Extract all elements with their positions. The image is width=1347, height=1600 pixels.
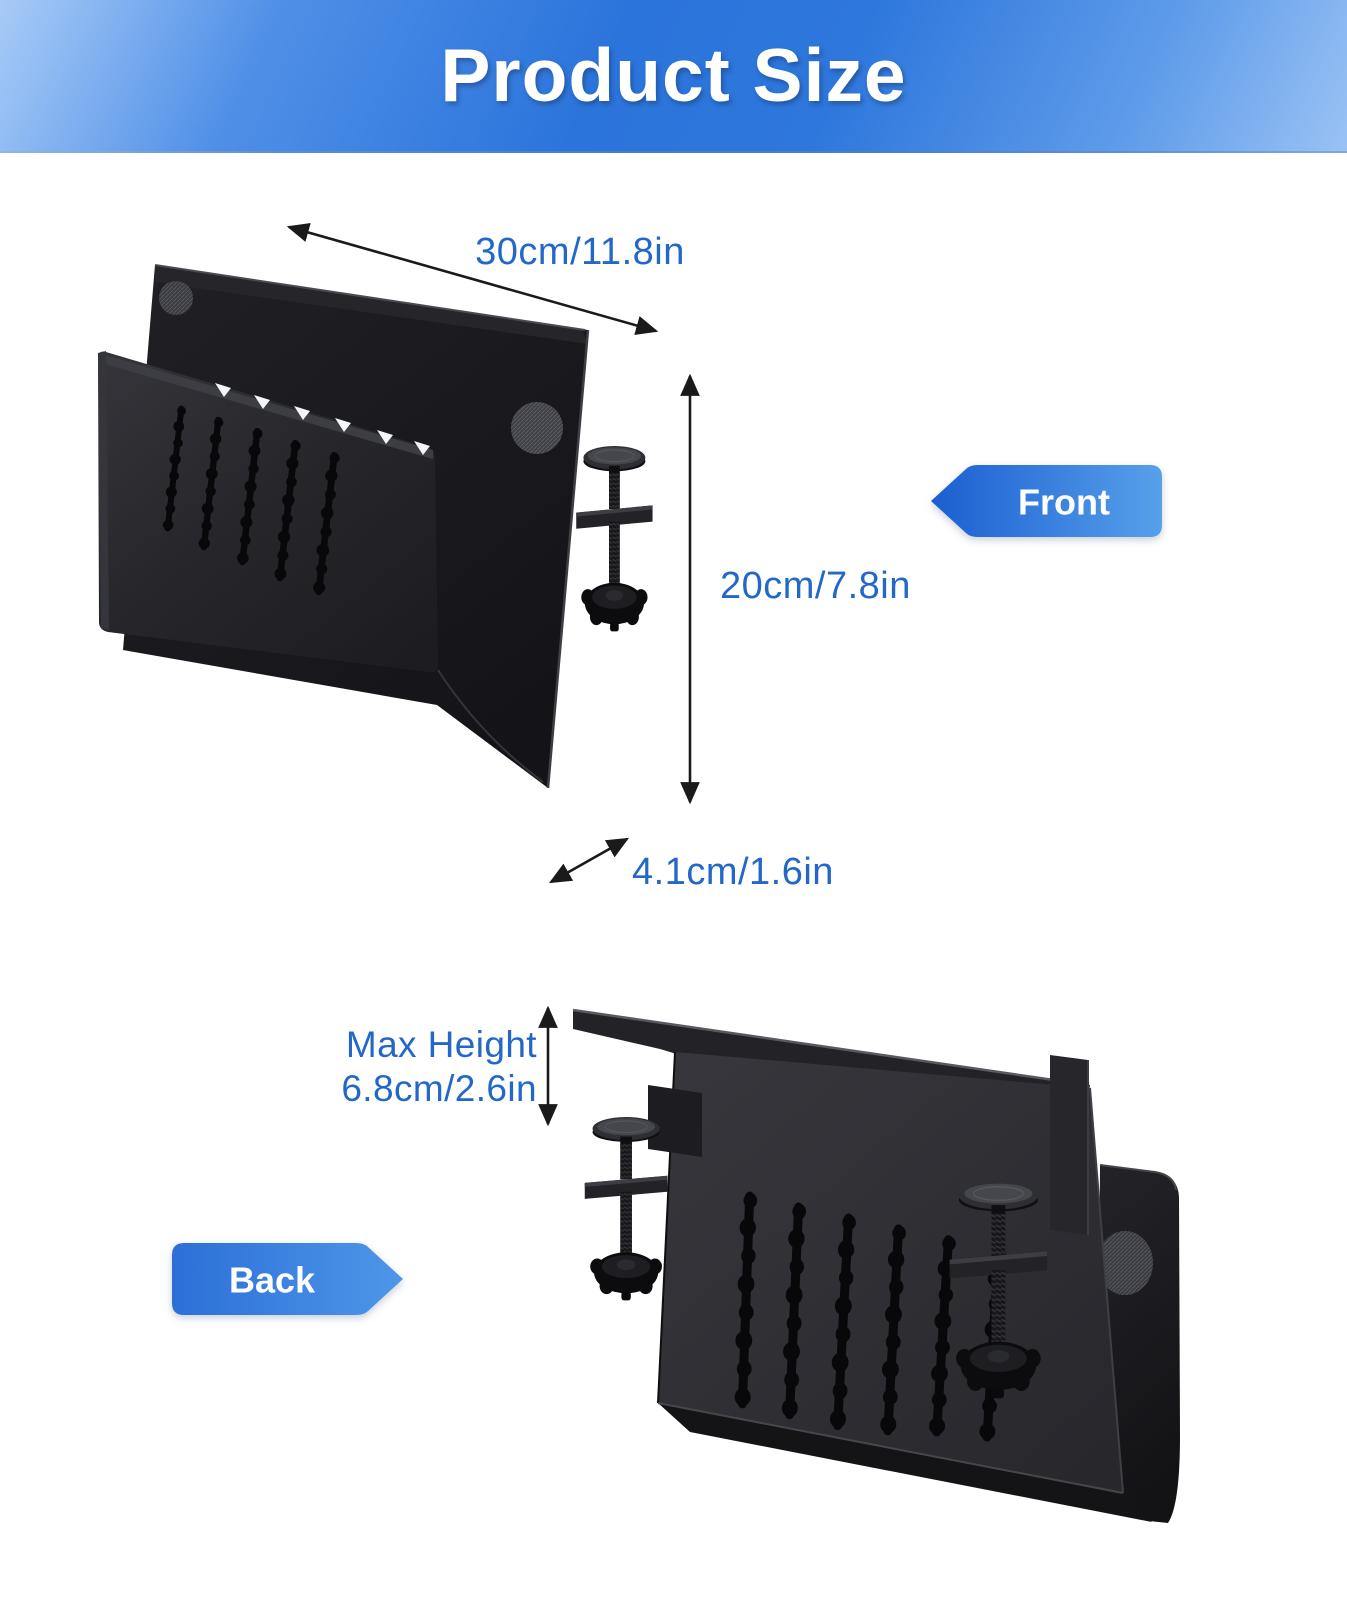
mesh-dot-left (159, 281, 193, 315)
max-height-label: Max Height 6.8cm/2.6in (257, 1023, 537, 1111)
back-tag-text: Back (229, 1260, 316, 1301)
height-dimension-label: 20cm/7.8in (720, 565, 911, 607)
top-flange-back (573, 1010, 1090, 1098)
back-view-product-illustration (572, 1008, 1180, 1523)
tray-underside (658, 1403, 1152, 1522)
front-panel-top-lip (98, 353, 433, 459)
front-tag-arrow-shape (931, 465, 1162, 537)
front-tag-text: Front (1018, 482, 1110, 523)
width-dimension-label: 30cm/11.8in (475, 231, 685, 273)
front-view-tag: Front (931, 465, 1162, 537)
desk-clamp (575, 445, 654, 633)
max-height-label-line2: 6.8cm/2.6in (341, 1068, 537, 1109)
back-tag-arrow-shape (172, 1243, 403, 1315)
mesh-dot-right (511, 402, 563, 454)
front-view-product-illustration (98, 264, 654, 789)
tray-inner-curve (437, 669, 544, 783)
front-panel-left-lip (98, 351, 109, 630)
page-title: Product Size (440, 33, 907, 117)
max-height-label-line1: Max Height (345, 1024, 537, 1065)
front-wall-top-fold (1099, 1164, 1177, 1191)
clamp-mount-plate-left (648, 1085, 702, 1157)
panel-right-fold (546, 329, 590, 789)
mesh-dot-back (1097, 1231, 1153, 1295)
header-banner: Product Size (0, 0, 1347, 153)
depth-dimension-label: 4.1cm/1.6in (632, 851, 834, 893)
clamp-mount-plate-right (1050, 1055, 1088, 1235)
cable-notches (215, 383, 430, 455)
back-view-tag: Back (172, 1243, 403, 1315)
